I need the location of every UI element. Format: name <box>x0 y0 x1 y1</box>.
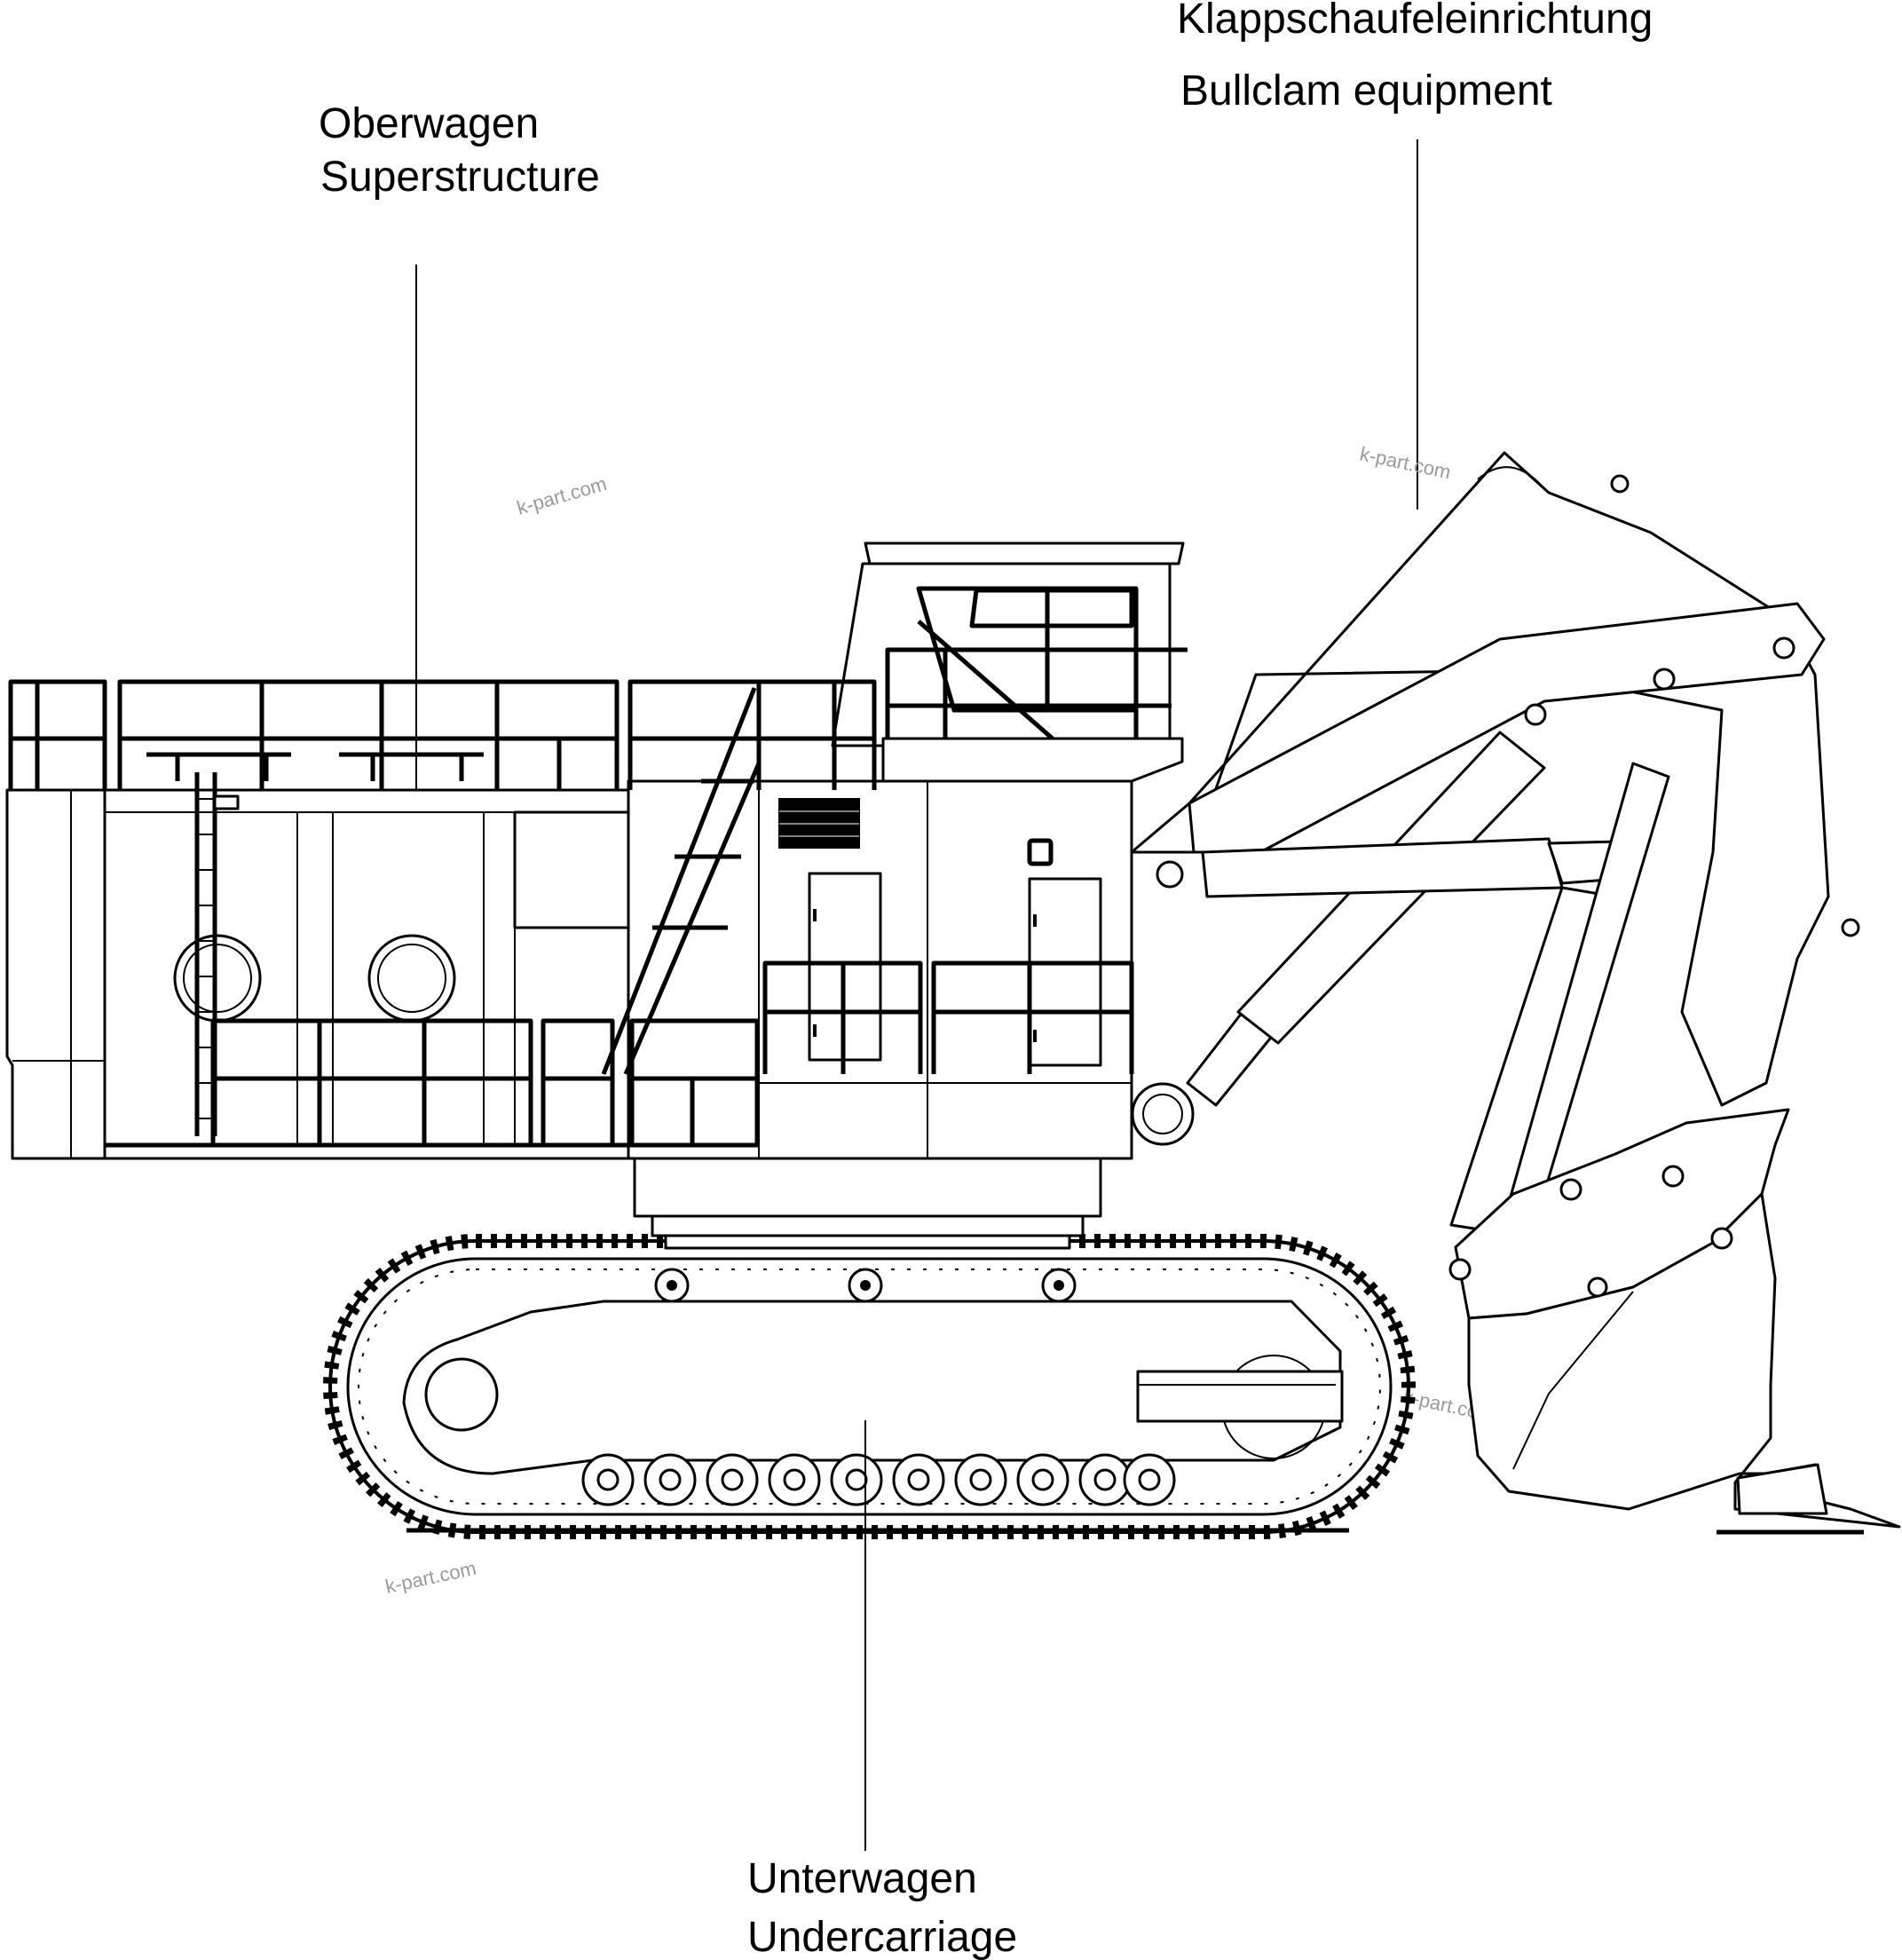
cab-railing <box>885 647 1188 739</box>
boom-pin <box>1841 918 1860 937</box>
slewing-ring <box>633 1157 1102 1250</box>
cab-strut <box>917 620 1062 747</box>
track-roller-hub <box>907 1468 930 1491</box>
boom-pin <box>1156 860 1184 889</box>
label-bullclam-de: Klappschaufeleinrichtung <box>1177 0 1653 43</box>
idler-wheel <box>424 1357 499 1432</box>
track-roller-hub <box>1031 1468 1054 1491</box>
label-superstructure-en: Superstructure <box>320 154 600 201</box>
stick-pin <box>1524 703 1547 726</box>
counterweight <box>5 788 107 1160</box>
carrier-roller-hub <box>667 1280 677 1291</box>
carrier-rollers <box>654 1268 1077 1303</box>
handrail-bench <box>146 752 291 781</box>
bucket-tooth <box>1736 1463 1828 1515</box>
bucket-pin <box>1587 1276 1608 1298</box>
railing-segment <box>210 1018 533 1145</box>
drive-housing <box>1136 1370 1344 1423</box>
bucket-edge-line <box>1512 1291 1634 1470</box>
watermark-4: k-part.com <box>383 1557 478 1598</box>
railing-segment <box>629 1018 760 1145</box>
boom-head <box>1477 466 1541 485</box>
watermark-2: k-part.com <box>1358 442 1453 483</box>
slewing-ring-upper <box>633 1157 1102 1218</box>
track-roller-hub <box>659 1468 682 1491</box>
cab-platform <box>881 737 1184 783</box>
cab-roof <box>864 541 1185 565</box>
railing-segment <box>931 960 1134 1074</box>
railing-segment <box>117 679 620 790</box>
bucket-pin <box>1710 1227 1733 1250</box>
cab-window <box>969 588 1134 628</box>
operator-cab <box>831 541 1185 783</box>
boom-foot-pivot <box>1131 1082 1195 1146</box>
bucket-pin <box>1661 1165 1685 1188</box>
track-chain-inner <box>346 1257 1393 1516</box>
small-hatch-icon <box>1027 838 1054 866</box>
track-roller-hub <box>1138 1468 1161 1491</box>
cabinet-door-right <box>1028 877 1102 1067</box>
ladder-rungs <box>197 798 215 1119</box>
round-hatch-right-inner <box>377 944 446 1013</box>
round-hatch-left <box>173 934 262 1023</box>
bucket-body <box>1467 1192 1901 1529</box>
bucket-pin <box>1559 1178 1582 1201</box>
track-roller-hub <box>845 1468 868 1491</box>
track-roller-hub <box>596 1468 620 1491</box>
undercarriage <box>323 1234 1864 1539</box>
track-roller-hub <box>969 1468 992 1491</box>
track-frame <box>402 1300 1342 1475</box>
boom-pin <box>1610 474 1630 494</box>
boom-foot-pivot-inner <box>1142 1094 1183 1134</box>
stick-pin <box>1772 636 1795 660</box>
track-roller-hub <box>783 1468 806 1491</box>
track-roller-hub <box>721 1468 744 1491</box>
bucket-pin <box>1448 1258 1472 1281</box>
bullclam-equipment <box>1130 451 1901 1529</box>
lower-railings <box>105 960 1134 1148</box>
label-bullclam-en: Bullclam equipment <box>1180 67 1552 115</box>
house-panel <box>513 810 630 929</box>
label-superstructure-de: Oberwagen <box>319 100 539 147</box>
track-rollers <box>581 1453 1176 1506</box>
round-hatch-left-inner <box>183 944 252 1013</box>
railing-segment <box>541 1018 615 1145</box>
track-roller-hub <box>1093 1468 1117 1491</box>
slewing-ring-bearing <box>664 1234 1071 1250</box>
superstructure <box>5 541 1195 1160</box>
slewing-ring-lower <box>651 1214 1085 1237</box>
handrail-bench <box>339 752 484 781</box>
track-links <box>358 1268 1381 1505</box>
ladder-bracket <box>213 794 240 810</box>
watermark-1: k-part.com <box>514 472 609 519</box>
carrier-roller-hub <box>1054 1280 1064 1291</box>
stick-pin <box>1653 668 1676 691</box>
upper-railings <box>8 647 1188 790</box>
railing-segment <box>8 679 107 790</box>
stair-stringer <box>601 687 757 1075</box>
railing-segment <box>627 679 877 790</box>
label-undercarriage-en: Undercarriage <box>747 1914 1017 1960</box>
label-undercarriage-de: Unterwagen <box>747 1855 977 1902</box>
carrier-roller-hub <box>860 1280 871 1291</box>
side-ladder <box>194 772 240 1136</box>
round-hatch-right <box>367 934 456 1023</box>
